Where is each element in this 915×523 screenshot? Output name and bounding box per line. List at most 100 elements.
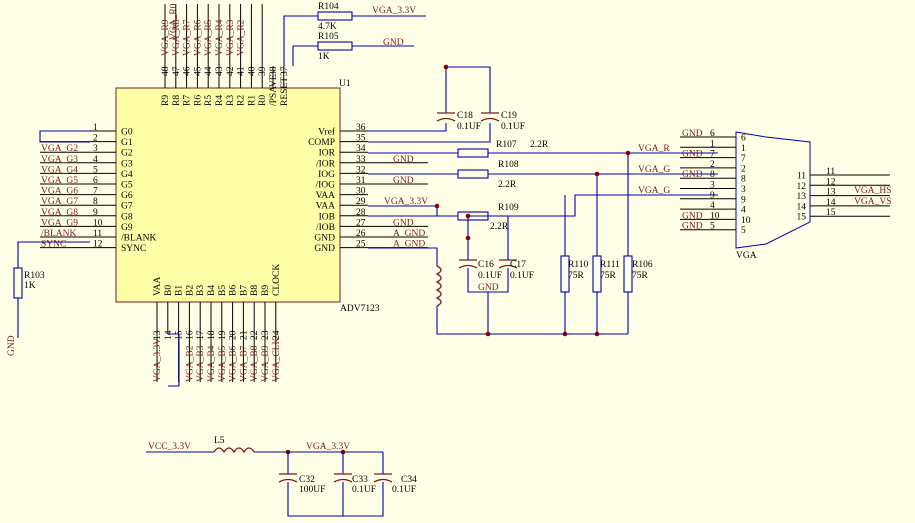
vga-inner-left-number: 6 — [741, 134, 746, 144]
u1-bottom-pin-name: B8 — [250, 285, 260, 296]
agnd-bottom-wire — [436, 306, 628, 335]
c17-ref: C17 — [510, 260, 526, 270]
vga-inner-left-number: 1 — [741, 144, 746, 154]
vga-b-wire — [488, 194, 718, 217]
u1-right-pin-name: IOG — [318, 170, 335, 180]
vga-right-pin-number: 11 — [826, 167, 835, 177]
r109-ref: R109 — [498, 203, 519, 213]
u1-right-pin-name: /IOR — [316, 159, 336, 169]
r103-ref: R103 — [24, 271, 45, 281]
u1-right-pin-name: GND — [314, 234, 335, 244]
u1-right-pin-name: VAA — [316, 202, 335, 212]
c18-c19-top-wire — [445, 66, 491, 113]
c16-junction — [465, 235, 471, 241]
r104-resistor — [317, 11, 353, 21]
u1-bottom-pin-number: 13 — [153, 330, 163, 340]
u1-left-net-label: VGA_G5 — [41, 176, 78, 186]
u1-bottom-net-label: VGA_3.3V — [153, 338, 163, 382]
vga-inner-left-number: 4 — [741, 206, 746, 216]
u1-bottom-pin-name: B4 — [207, 285, 217, 296]
vga-inner-left-number: 9 — [741, 195, 746, 205]
vaa-wire — [368, 205, 438, 216]
u1-right-pin-name: /IOG — [315, 181, 335, 191]
u1-left-pin-name: G8 — [121, 212, 133, 222]
agnd-inductor — [435, 265, 442, 307]
vga-inner-right-number: 12 — [797, 182, 807, 192]
u1-bottom-net-label: VGA_B2 — [185, 345, 195, 382]
u1-right-pin-number: 33 — [356, 155, 366, 165]
r103-gnd-label: GND — [7, 335, 17, 356]
u1-right-net-label: GND — [393, 176, 414, 186]
u1-right-pin-number: 36 — [356, 123, 366, 133]
gnd-junction-1 — [485, 331, 491, 337]
u1-top-net-label: VGA_R6 — [193, 19, 203, 56]
vga-left-pin-number: 3 — [710, 181, 715, 191]
adv7123-body — [115, 87, 341, 303]
u1-right-pin-number: 27 — [356, 218, 366, 228]
sync-wire — [17, 241, 90, 268]
vga-inner-right-number: 13 — [797, 192, 807, 202]
c32-ref: C32 — [299, 475, 315, 485]
u1-bottom-net-label: VGA_B7 — [239, 345, 249, 382]
vga-label: VGA — [736, 251, 757, 261]
vga-g-label: VGA_G — [638, 165, 670, 175]
u1-top-pin-number: 37 — [280, 66, 290, 76]
r105-value: 1K — [318, 52, 330, 62]
c18-capacitor — [436, 112, 456, 122]
r111-junction — [594, 171, 600, 177]
u1-left-net-label: VGA_G7 — [41, 197, 78, 207]
r109-value: 2.2R — [490, 222, 509, 232]
c19-ref: C19 — [501, 111, 517, 121]
c33-value: 0.1UF — [352, 485, 376, 495]
u1-top-pin-name: /PSAVE — [269, 74, 279, 106]
vga-left-net-label: GND — [682, 211, 703, 221]
r108-value: 2.2R — [498, 180, 517, 190]
u1-left-net-label: VGA_G3 — [41, 155, 78, 165]
u1-bottom-pin-number: 14 — [164, 330, 174, 340]
u1-left-pin-name: G0 — [121, 128, 133, 138]
r105-net-label: GND — [383, 38, 404, 48]
c16-value: 0.1UF — [478, 271, 502, 281]
u1-left-pin-number: 8 — [93, 197, 98, 207]
u1-top-net-label: VGA_R5 — [204, 19, 214, 56]
u1-right-pin-name: COMP — [308, 138, 335, 148]
u1-left-pin-name: G1 — [121, 138, 133, 148]
u1-left-pin-number: 10 — [93, 218, 103, 228]
u1-top-pin-name: RESET — [280, 77, 290, 106]
c32-value: 100UF — [299, 485, 325, 495]
vga-inner-left-number: 7 — [741, 154, 746, 164]
u1-bottom-pin-number: 20 — [229, 330, 239, 340]
c16-c17-gnd-label: GND — [478, 283, 499, 293]
vga-connector-body — [735, 131, 811, 249]
u1-bottom-pin-name: B2 — [185, 285, 195, 296]
u1-left-pin-number: 4 — [93, 155, 98, 165]
u1-right-net-label: VGA_3.3V — [384, 197, 428, 207]
u1-top-pin-name: R9 — [161, 95, 171, 106]
u1-right-net-label: A_GND — [393, 229, 425, 239]
u1-left-pin-number: 5 — [93, 165, 98, 175]
c17-value: 0.1UF — [510, 271, 534, 281]
u1-bottom-pin-number: 16 — [185, 330, 195, 340]
g0-g1-tie — [39, 130, 90, 143]
u1-part-name: ADV7123 — [340, 304, 380, 314]
u1-bottom-pin-number: 19 — [218, 330, 228, 340]
u1-left-net-label: VGA_G4 — [41, 165, 78, 175]
vcc-label: VCC_3.3V — [148, 442, 191, 452]
u1-top-pin-number: 38 — [269, 66, 279, 76]
c16-ref: C16 — [478, 260, 494, 270]
c19-capacitor — [480, 112, 500, 122]
u1-top-pin-number: 44 — [204, 66, 214, 76]
u1-left-pin-name: SYNC — [121, 244, 146, 254]
r104-value: 4.7K — [318, 22, 337, 32]
u1-right-net-label: GND — [393, 155, 414, 165]
vaa-junction — [434, 203, 440, 209]
u1-right-pin-name: /IOB — [316, 223, 335, 233]
u1-top-pin-number: 48 — [161, 66, 171, 76]
u1-top-net-label: VGA_R8 — [172, 19, 182, 56]
u1-bottom-net-label: VGA_B6 — [229, 345, 239, 382]
u1-left-net-label: VGA_G8 — [41, 208, 78, 218]
vga-hs-label: VGA_HS — [854, 186, 891, 196]
vref-wire — [368, 123, 447, 132]
